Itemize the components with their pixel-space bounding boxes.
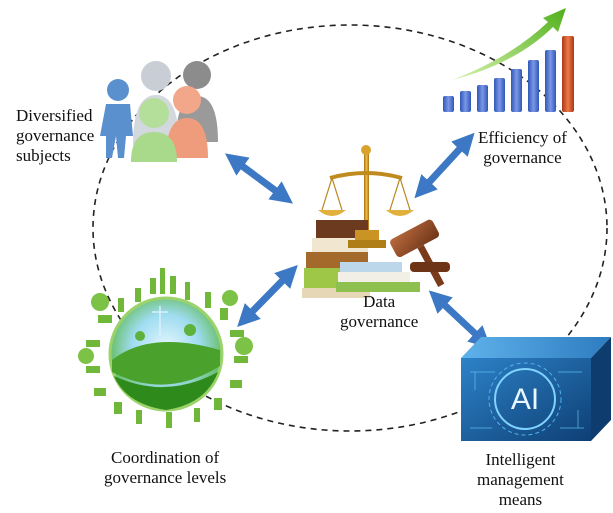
- label-line: Data: [363, 292, 396, 311]
- node-label-data-governance: Data governance: [340, 292, 418, 332]
- label-line: Intelligent: [485, 450, 556, 469]
- arrow-bottom-left: [237, 264, 298, 328]
- people-group-icon: [100, 61, 218, 162]
- label-line: governance levels: [104, 468, 227, 487]
- node-label-efficiency: Efficiency of governance: [478, 128, 567, 168]
- node-label-intelligent-means: Intelligent management means: [477, 450, 564, 510]
- label-line: Efficiency of: [478, 128, 567, 147]
- green-city-globe-icon: [78, 268, 253, 428]
- label-line: subjects: [16, 146, 71, 165]
- arrow-top-right: [414, 132, 475, 199]
- ai-cube-icon: AI: [461, 337, 611, 441]
- label-line: Diversified: [16, 106, 93, 125]
- label-line: governance: [483, 148, 562, 167]
- label-line: governance: [16, 126, 95, 145]
- growth-bar-chart-icon: [443, 8, 574, 112]
- node-label-coordination: Coordination of governance levels: [104, 448, 226, 488]
- label-line: Coordination of: [111, 448, 220, 467]
- connection-arrows: [224, 132, 492, 349]
- scales-gavel-books-icon: [302, 145, 450, 298]
- arrow-top-left: [224, 153, 294, 204]
- dashed-ring: [92, 24, 608, 432]
- node-label-diversified-subjects: Diversified governance subjects: [16, 106, 94, 166]
- label-line: governance: [340, 312, 419, 331]
- arrow-bottom-right: [428, 290, 492, 349]
- label-line: management: [477, 470, 564, 489]
- label-line: means: [498, 490, 543, 509]
- ai-cube-text: AI: [511, 383, 539, 416]
